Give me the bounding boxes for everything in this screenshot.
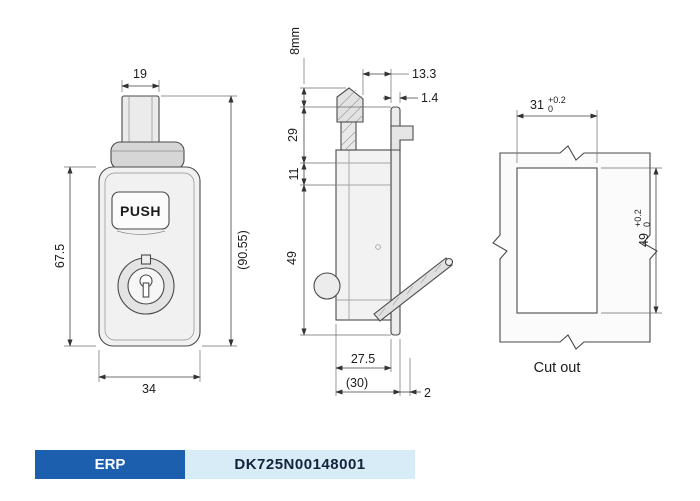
hook-piece xyxy=(390,125,414,151)
cutout-width-tol-lower: 0 xyxy=(548,104,553,114)
cutout-width-tol-upper: +0.2 xyxy=(548,95,566,105)
push-rod-end xyxy=(313,272,341,300)
latch-arm-tip xyxy=(444,257,454,267)
dim-body-width: 34 xyxy=(142,382,156,396)
push-button-label: PUSH xyxy=(120,203,161,219)
side-dimensions: 8mm 29 11 49 13.3 1.4 27.5 (30) 2 xyxy=(285,27,438,400)
dim-housing-depth: 27.5 xyxy=(351,352,375,366)
dim-head-offset: 13.3 xyxy=(412,67,436,81)
cutout-height-tol-lower: 0 xyxy=(642,222,652,227)
part-number: DK725N00148001 xyxy=(185,450,415,479)
dim-mid-section: 11 xyxy=(287,167,301,180)
dim-cutout-height: 49 xyxy=(637,233,651,247)
dim-overall-depth: (30) xyxy=(346,376,368,390)
front-view: PUSH xyxy=(98,95,201,347)
cutout-dimensions: 31 +0.2 0 49 +0.2 0 Cut out xyxy=(516,95,662,376)
dim-lower-section: 49 xyxy=(285,251,299,265)
cylinder-notch xyxy=(140,254,152,265)
lock-housing xyxy=(335,149,392,321)
latch-pawl-head xyxy=(336,87,364,123)
center-mark xyxy=(375,244,381,250)
dim-overall-height: (90.55) xyxy=(236,230,250,270)
cutout-height-tol-upper: +0.2 xyxy=(633,209,643,227)
cutout-view xyxy=(492,145,658,350)
dim-rear-gap: 2 xyxy=(424,386,431,400)
dim-cutout-width: 31 xyxy=(530,98,544,112)
latch-cap xyxy=(110,141,185,170)
latch-arm xyxy=(373,257,453,322)
dim-upper-section: 29 xyxy=(286,128,300,142)
technical-drawing: PUSH 19 67.5 (90.55) 34 xyxy=(53,27,662,400)
cutout-hole xyxy=(516,167,598,314)
dim-latch-throw: 8mm xyxy=(288,27,302,55)
keyhole-slot xyxy=(142,282,150,298)
side-view xyxy=(313,87,454,336)
dim-panel-thickness: 1.4 xyxy=(421,91,438,105)
footer: ERP DK725N00148001 xyxy=(35,450,415,479)
erp-badge: ERP xyxy=(35,450,185,479)
front-dimensions: 19 67.5 (90.55) 34 xyxy=(53,67,250,396)
dim-stem-width: 19 xyxy=(133,67,147,81)
push-button xyxy=(111,191,170,230)
dim-body-height: 67.5 xyxy=(53,244,67,268)
latch-stem xyxy=(121,95,160,147)
cutout-caption: Cut out xyxy=(534,360,581,376)
